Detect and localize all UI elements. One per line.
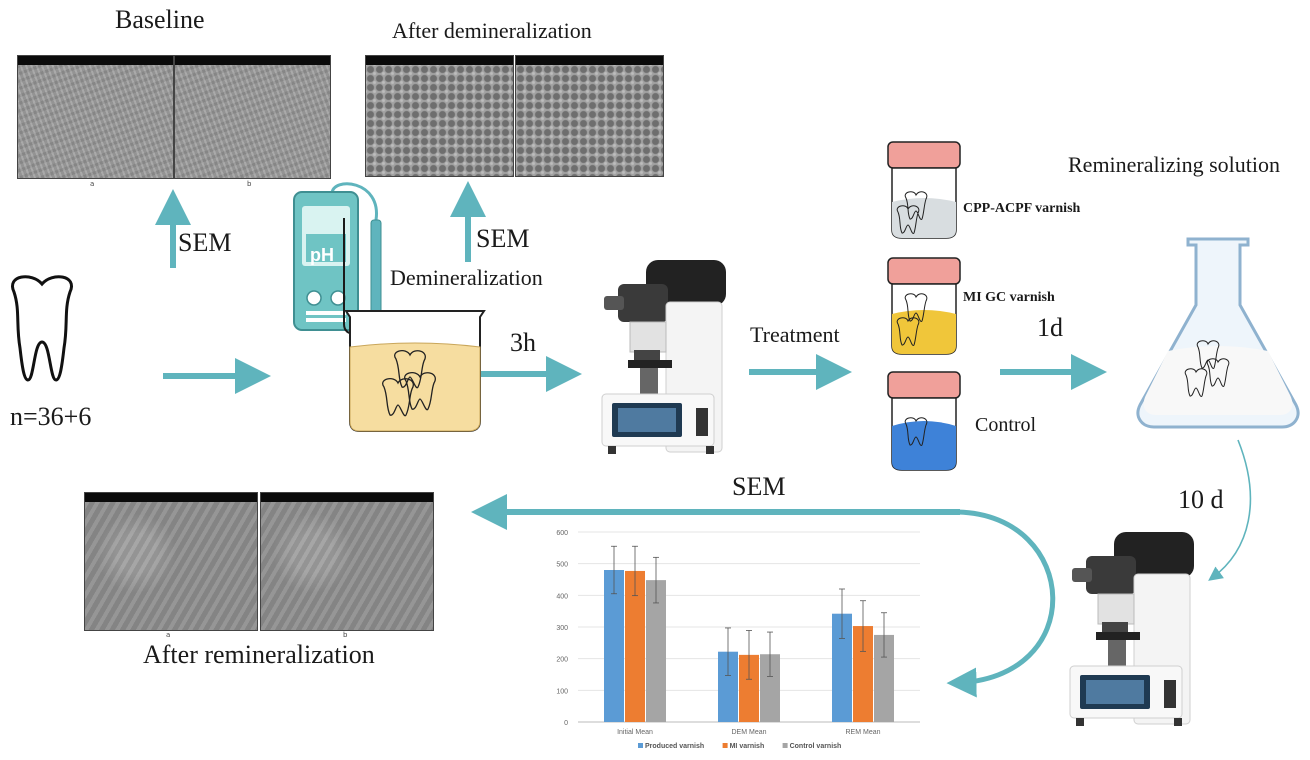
- ph-meter-beaker-icon: [293, 182, 472, 335]
- chart-legend-label: Produced varnish: [645, 743, 704, 750]
- chart-bar: [739, 654, 759, 722]
- chart-x-tick-label: DEM Mean: [731, 729, 766, 736]
- after-rem-title: After remineralization: [143, 640, 375, 669]
- time-1d: 1d: [1037, 313, 1063, 342]
- sem-dem-b: [515, 55, 664, 177]
- sem-rem-sublabel-a: a: [166, 631, 171, 639]
- jar-mi-icon: [887, 257, 961, 355]
- chart-bar: [874, 634, 894, 722]
- tooth-icon: [11, 275, 73, 382]
- after-dem-title: After demineralization: [392, 18, 592, 43]
- group-mi-label: MI GC varnish: [963, 290, 1055, 305]
- chart-legend-swatch: [638, 743, 643, 748]
- jar-control-icon: [887, 371, 961, 471]
- sem-dem-a: [365, 55, 514, 177]
- flask-icon: [1136, 237, 1300, 429]
- arrow-flask-to-tester: [1208, 439, 1252, 581]
- chart-y-ticks: 0 100 200 300 400 500 600: [556, 530, 568, 727]
- chart-x-tick-label: Initial Mean: [617, 729, 653, 736]
- chart-x-ticks: Initial Mean DEM Mean REM Mean: [617, 729, 881, 736]
- bar-chart: 0 100 200 300 400 500 600 Initial Mean DEM Mean…: [540, 520, 930, 760]
- sem-rem-sublabel-b: b: [343, 631, 348, 639]
- beaker-icon: [344, 310, 486, 432]
- group-control-label: Control: [975, 414, 1037, 436]
- sem-sublabel-a: a: [90, 180, 95, 188]
- sem-rem-a: [84, 492, 258, 631]
- sem-baseline-b: [174, 55, 331, 179]
- chart-y-tick-label: 400: [556, 593, 568, 600]
- chart-legend-swatch: [722, 743, 728, 748]
- remin-solution-title: Remineralizing solution: [1068, 152, 1281, 177]
- chart-y-tick-label: 100: [556, 688, 568, 695]
- sem-label-3: SEM: [732, 472, 786, 501]
- chart-bar: [604, 570, 624, 722]
- sem-rem-b: [260, 492, 434, 631]
- sem-label-2: SEM: [476, 224, 530, 253]
- sample-count: n=36+6: [10, 402, 92, 431]
- chart-y-tick-label: 500: [556, 562, 568, 569]
- chart-bar: [718, 651, 738, 722]
- sem-sublabel-b: b: [247, 180, 252, 188]
- group-cpp-label: CPP-ACPF varnish: [963, 201, 1081, 216]
- jar-cpp-icon: [887, 141, 961, 239]
- demineralization-label: Demineralization: [390, 265, 543, 290]
- chart-bar: [760, 654, 780, 722]
- ph-text: pH: [310, 245, 334, 265]
- chart-y-tick-label: 0: [564, 720, 568, 727]
- sem-baseline-a: [17, 55, 174, 179]
- time-10d: 10 d: [1178, 485, 1224, 514]
- chart-bar: [646, 580, 666, 722]
- chart-legend-label: Control varnish: [790, 743, 842, 750]
- chart-legend-label: MI varnish: [730, 743, 765, 750]
- hardness-tester-icon: [601, 260, 726, 454]
- chart-y-tick-label: 600: [556, 530, 568, 537]
- chart-bars: [604, 545, 894, 722]
- chart-bar: [625, 570, 645, 722]
- chart-y-tick-label: 200: [556, 657, 568, 664]
- hardness-tester-icon-2: [1069, 532, 1194, 726]
- treatment-label: Treatment: [750, 322, 840, 347]
- chart-bar: [832, 613, 852, 722]
- baseline-title: Baseline: [115, 5, 205, 34]
- chart-legend: Produced varnish MI varnish Control varnis…: [638, 743, 841, 750]
- chart-y-tick-label: 300: [556, 625, 568, 632]
- chart-bar: [853, 626, 873, 722]
- arrow-to-chart: [946, 509, 1056, 698]
- chart-x-tick-label: REM Mean: [845, 729, 880, 736]
- time-3h: 3h: [510, 328, 536, 357]
- sem-label-1: SEM: [178, 228, 232, 257]
- chart-legend-swatch: [782, 743, 788, 748]
